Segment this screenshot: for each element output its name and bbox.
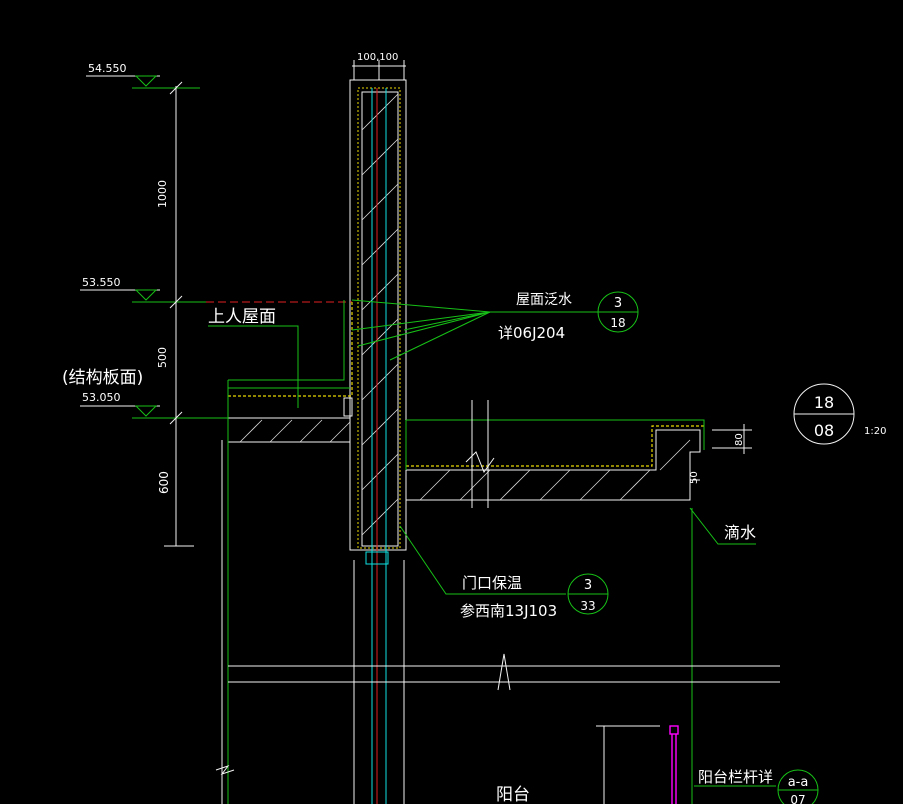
detail-bubble-rail: a-a 07 (777, 769, 819, 804)
main-bubble-bottom: 08 (814, 421, 834, 440)
detail-bubble-insulation: 3 33 (567, 573, 609, 615)
roof-slab (221, 300, 353, 804)
top-width-text: 100,100 (357, 52, 398, 63)
insulation-bubble-top: 3 (584, 578, 592, 593)
dim-50-text: 50 (689, 471, 700, 484)
dim-1000-text: 1000 (156, 180, 169, 208)
door-insulation-ref: 参西南13J103 (460, 602, 557, 620)
rail-bubble-bottom: 07 (790, 793, 805, 804)
structural-slab-label: (结构板面) (62, 368, 143, 388)
leader-lines (208, 299, 776, 787)
dim-600-text: 600 (157, 471, 171, 494)
rail-bubble-top: a-a (788, 775, 809, 790)
floor-lines (215, 560, 780, 804)
parapet-wall (349, 79, 407, 804)
drip-label: 滴水 (724, 523, 756, 542)
elevation-slab-text: 53.050 (82, 391, 121, 404)
roof-flashing-ref: 详06J204 (498, 324, 565, 342)
balcony-rail-label: 阳台栏杆详 (698, 768, 773, 786)
main-bubble-top: 18 (814, 393, 834, 412)
detail-bubble-main: 18 08 (793, 383, 855, 445)
dim-500-text: 500 (156, 347, 169, 368)
accessible-roof-label: 上人屋面 (208, 307, 276, 327)
vertical-dimension-chain: 1000 500 600 (156, 81, 194, 547)
top-width-dimension: 100,100 (352, 52, 406, 80)
flashing-bubble-top: 3 (614, 296, 622, 311)
elevation-mid-text: 53.550 (82, 276, 121, 289)
elevation-marker-mid: 53.550 (80, 276, 210, 303)
elevation-marker-slab: 53.050 (80, 391, 228, 419)
door-insulation-label: 门口保温 (462, 574, 522, 592)
flashing-bubble-bottom: 18 (610, 316, 625, 330)
balcony-slab: 80 50 (405, 400, 752, 804)
insulation-bubble-bottom: 33 (580, 599, 595, 613)
scale-label: 1:20 (864, 426, 886, 437)
dim-80-text: 80 (734, 433, 745, 446)
elevation-top-text: 54.550 (88, 62, 127, 75)
roof-flashing-label: 屋面泛水 (516, 292, 572, 308)
detail-bubble-flashing: 3 18 (597, 291, 639, 333)
balcony-label: 阳台 (496, 785, 530, 804)
elevation-marker-top: 54.550 (86, 62, 200, 89)
